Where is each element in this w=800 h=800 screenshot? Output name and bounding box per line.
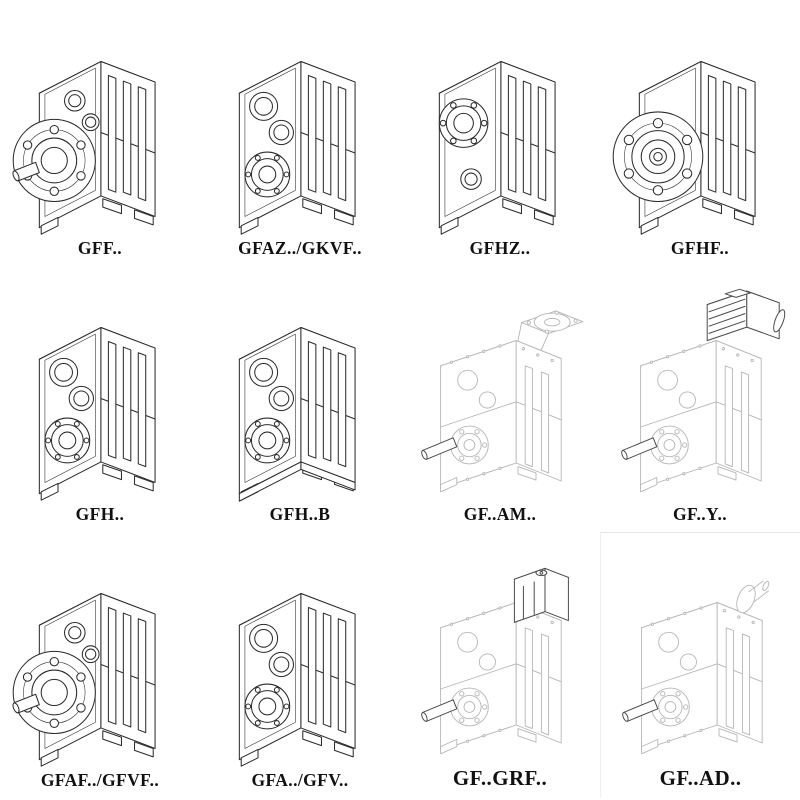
model-label: GFHZ.. <box>469 238 531 258</box>
model-label: GFF.. <box>77 238 123 258</box>
catalog-cell: GFH.. <box>0 266 200 532</box>
gearbox-drawing-gf-y <box>620 288 788 493</box>
catalog-cell: GFH..B <box>200 266 400 532</box>
model-label: GFAZ../GKVF.. <box>238 238 362 258</box>
gearbox-drawing-gfh <box>38 327 156 501</box>
catalog-cell: GFHZ.. <box>400 0 600 266</box>
catalog-cell: GFHF.. <box>600 0 800 266</box>
gearbox-drawing-gfaz-gkvf <box>238 61 356 235</box>
catalog-cell: GF..GRF.. <box>400 532 600 798</box>
catalog-cell: GF..Y.. <box>600 266 800 532</box>
gearbox-drawing-gf-grf <box>420 567 569 755</box>
gearbox-drawing-gf-ad <box>620 579 771 755</box>
gearbox-drawing-gfhf <box>612 61 756 235</box>
catalog-cell: GFF.. <box>0 0 200 266</box>
gearbox-drawing-gfh-b <box>238 327 356 502</box>
gearbox-drawing-gfaf-gfvf <box>11 593 156 767</box>
model-label: GFH.. <box>75 504 125 524</box>
gearbox-drawing-gff <box>11 61 156 235</box>
catalog-cell: GF..AM.. <box>400 266 600 532</box>
gearbox-drawing-gfa-gfv <box>238 593 356 767</box>
model-label: GF..Y.. <box>672 504 728 524</box>
model-label: GFA../GFV.. <box>251 770 349 790</box>
model-label: GFH..B <box>269 504 331 524</box>
gearbox-drawing-gf-am <box>420 310 584 493</box>
model-label: GF..GRF.. <box>452 766 548 790</box>
catalog-cell: GF..AD.. <box>600 532 800 798</box>
model-label: GFAF../GFVF.. <box>40 770 160 790</box>
catalog-cell: GFA../GFV.. <box>200 532 400 798</box>
catalog-cell: GFAF../GFVF.. <box>0 532 200 798</box>
catalog-cell: GFAZ../GKVF.. <box>200 0 400 266</box>
model-label: GF..AM.. <box>463 504 537 524</box>
model-label: GFHF.. <box>670 238 730 258</box>
model-label: GF..AD.. <box>659 766 742 790</box>
gearbox-drawing-gfhz <box>438 61 556 235</box>
